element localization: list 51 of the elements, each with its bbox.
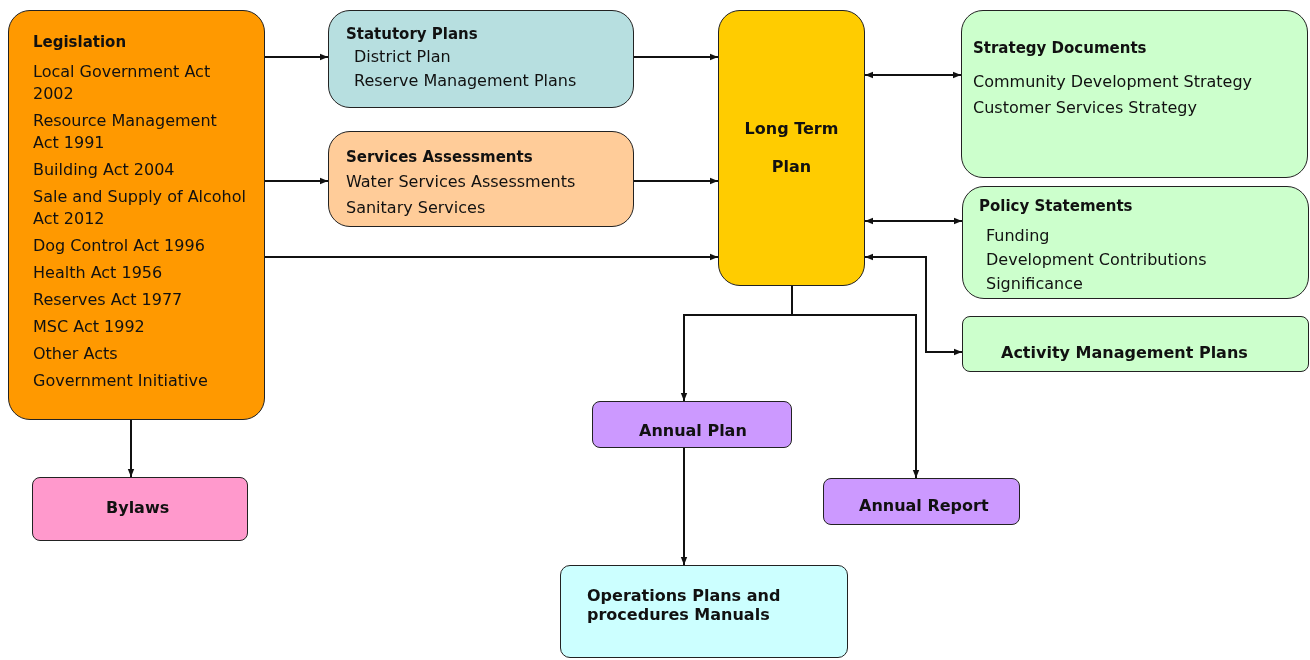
box-label: Annual Report xyxy=(859,496,990,515)
box-heading: Legislation xyxy=(33,33,128,51)
list-item: Funding xyxy=(986,225,1051,247)
box-heading: Strategy Documents xyxy=(973,39,1148,57)
list-item: Government Initiative xyxy=(33,370,209,392)
list-item: Reserves Act 1977 xyxy=(33,289,184,311)
box-label: Long Term Plan xyxy=(743,118,840,178)
list-item: Water Services Assessments xyxy=(346,172,577,192)
process-box xyxy=(592,401,792,448)
list-item: MSC Act 1992 xyxy=(33,316,146,338)
box-label: Operations Plans and procedures Manuals xyxy=(587,586,782,624)
list-item: District Plan xyxy=(354,47,452,67)
list-item: Building Act 2004 xyxy=(33,159,176,181)
arrow xyxy=(680,447,688,566)
arrow xyxy=(864,71,962,79)
process-box xyxy=(328,131,634,227)
list-item: Health Act 1956 xyxy=(33,262,164,284)
arrow xyxy=(633,177,719,185)
list-item: Community Development Strategy xyxy=(973,71,1254,93)
box-heading: Statutory Plans xyxy=(346,25,479,43)
list-item: Reserve Management Plans xyxy=(354,71,578,91)
list-item: Development Contributions xyxy=(986,249,1208,271)
box-label: Bylaws xyxy=(106,498,171,517)
process-box xyxy=(962,316,1309,372)
list-item: Dog Control Act 1996 xyxy=(33,235,206,257)
box-label: Activity Management Plans xyxy=(1001,343,1249,362)
process-box xyxy=(32,477,248,541)
arrow xyxy=(633,53,719,61)
arrow xyxy=(127,419,135,478)
process-box xyxy=(718,10,865,286)
list-item: Local Government Act 2002 xyxy=(33,61,212,105)
list-item: Sanitary Services xyxy=(346,198,487,218)
list-item: Customer Services Strategy xyxy=(973,97,1198,119)
list-item: Significance xyxy=(986,273,1084,295)
box-label: Annual Plan xyxy=(639,421,748,440)
process-box xyxy=(8,10,265,420)
process-box xyxy=(961,10,1308,178)
list-item: Other Acts xyxy=(33,343,119,365)
box-heading: Policy Statements xyxy=(979,197,1134,215)
process-box xyxy=(823,478,1020,525)
arrow xyxy=(264,253,719,261)
arrow xyxy=(864,253,963,356)
list-item: Resource Management Act 1991 xyxy=(33,110,218,154)
process-box xyxy=(328,10,634,108)
process-box xyxy=(962,186,1309,299)
arrow xyxy=(264,177,329,185)
arrow xyxy=(264,53,329,61)
arrow xyxy=(864,217,963,225)
box-heading: Services Assessments xyxy=(346,148,534,166)
process-box xyxy=(560,565,848,658)
list-item: Sale and Supply of Alcohol Act 2012 xyxy=(33,186,246,230)
